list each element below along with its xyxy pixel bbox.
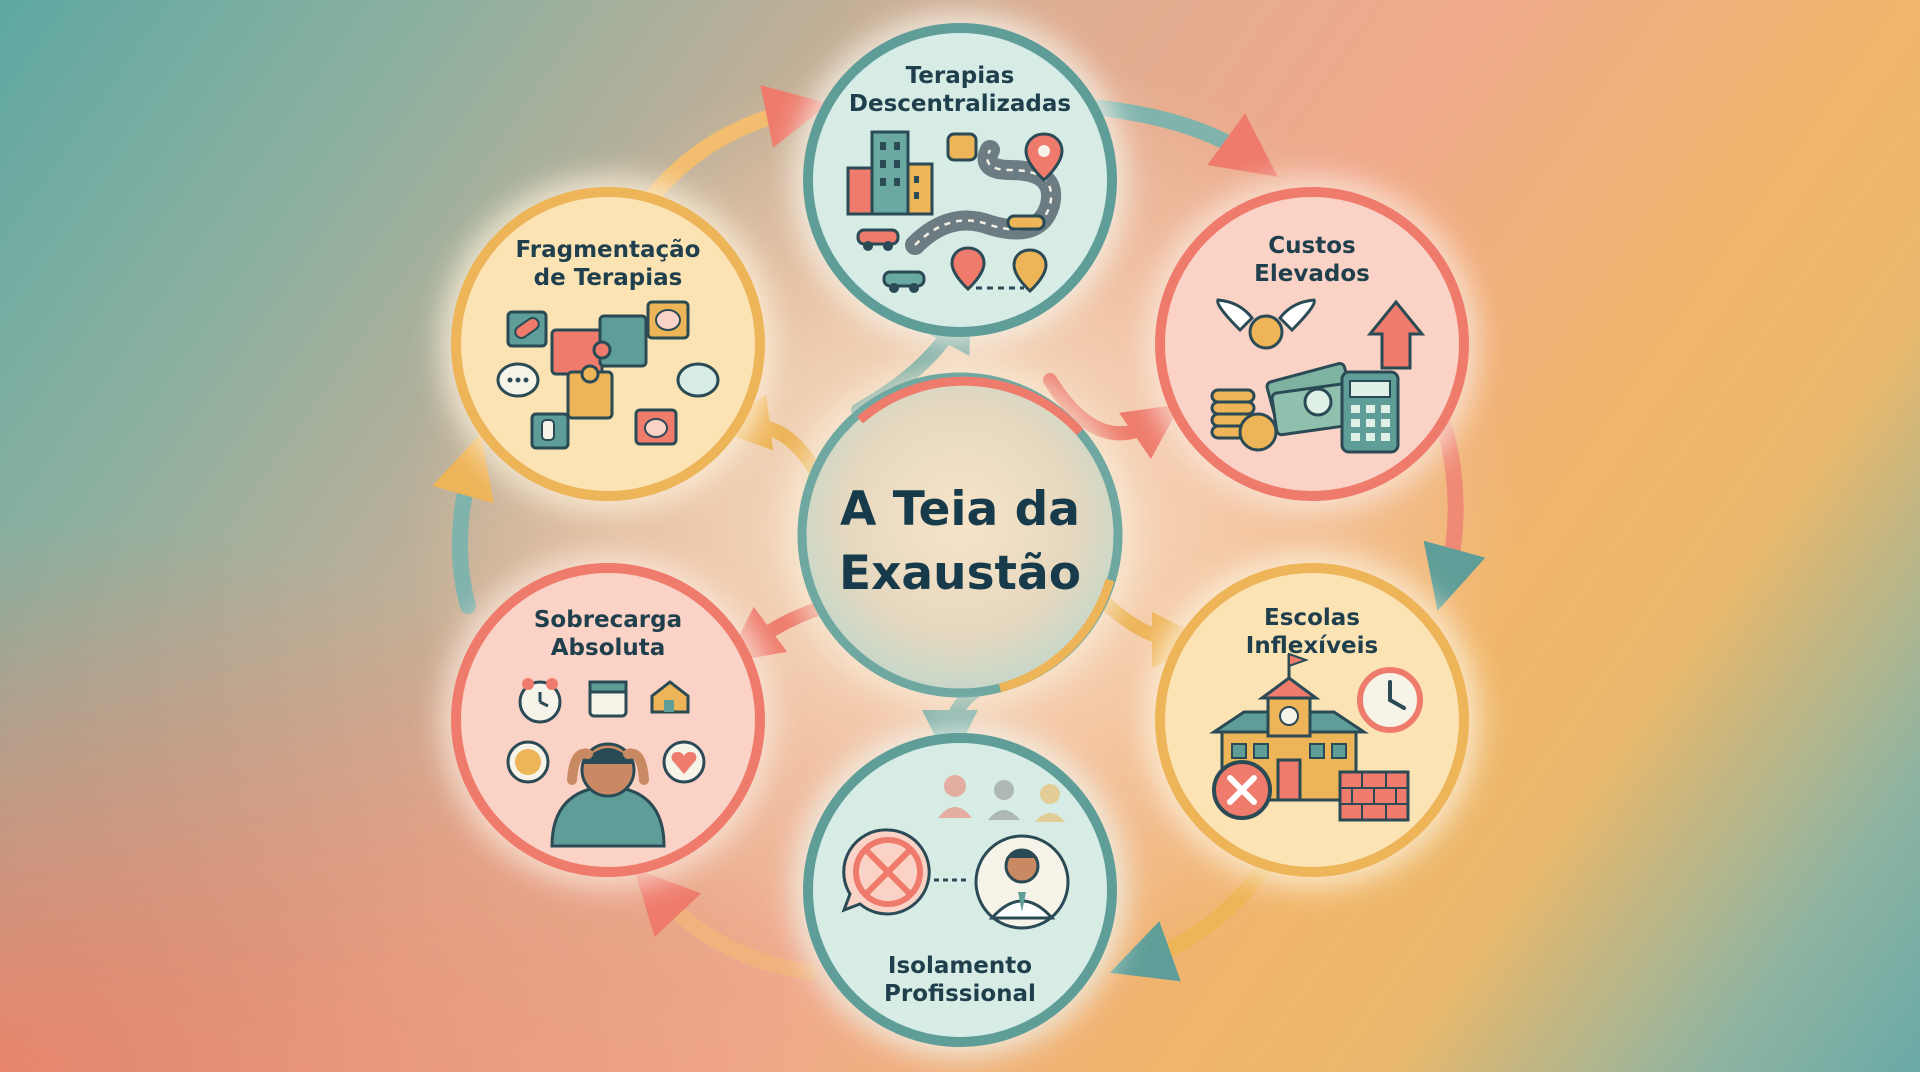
crying-face-icon [506, 740, 550, 784]
calculator-icon [1340, 370, 1400, 454]
node-escolas-inflexiveis [1144, 552, 1480, 888]
node-custos-elevados [1144, 176, 1480, 512]
car-icon [856, 214, 1046, 293]
brain-icon [644, 309, 681, 438]
node-title-terapias-descentralizadas: Terapias Descentralizadas [810, 62, 1110, 118]
node-title-line2: Elevados [1254, 261, 1370, 287]
center-title-line1: A Teia da [840, 482, 1080, 537]
pill-icon [514, 316, 555, 441]
red-x-icon [1212, 760, 1272, 820]
node-title-fragmentacao-de-terapias: Fragmentação de Terapias [458, 236, 758, 292]
node-sobrecarga-absoluta [440, 552, 776, 888]
winged-coin-icon [1216, 298, 1316, 350]
node-title-line1: Terapias [905, 63, 1015, 89]
node-fragmentacao-de-terapias [440, 176, 776, 512]
chat-bubble-icon [496, 362, 720, 398]
wall-clock-icon [1357, 667, 1423, 733]
node-title-line1: Custos [1268, 233, 1356, 259]
calendar-icon [588, 680, 628, 718]
node-title-line2: de Terapias [533, 265, 683, 291]
node-isolamento-profissional [792, 722, 1128, 1058]
alarm-clock-icon [518, 678, 562, 724]
winding-road-icon [905, 140, 1062, 255]
map-pin-icon [950, 132, 1064, 293]
node-terapias-descentralizadas [792, 12, 1128, 348]
house-icon [650, 680, 690, 714]
node-title-line2: Inflexíveis [1245, 633, 1379, 659]
arrow-bottom-to-lower-left [634, 868, 818, 980]
blocked-chat-icon [841, 828, 970, 916]
cash-stack-icon [1265, 361, 1358, 437]
school-building-icon [1209, 652, 1369, 802]
arrow-top-to-right [1092, 100, 1278, 177]
broken-heart-icon [662, 740, 706, 784]
node-title-line2: Profissional [884, 981, 1036, 1007]
doctor-avatar-icon [974, 834, 1070, 930]
node-title-line2: Descentralizadas [848, 91, 1072, 117]
center-title-line2: Exaustão [838, 546, 1082, 601]
node-title-isolamento-profissional: Isolamento Profissional [810, 952, 1110, 1008]
faded-people-icon [938, 775, 1065, 822]
center-title: A Teia da Exaustão [780, 478, 1140, 606]
node-title-line1: Sobrecarga [533, 607, 683, 633]
node-title-sobrecarga-absoluta: Sobrecarga Absoluta [458, 606, 758, 662]
arrow-lower-left-to-upper-left [432, 433, 494, 614]
node-title-line2: Absoluta [550, 635, 666, 661]
node-title-line1: Isolamento [887, 953, 1033, 979]
stressed-person-icon [550, 742, 666, 848]
brick-wall-icon [1338, 770, 1410, 822]
building-badge-icon [946, 132, 978, 162]
node-title-line1: Fragmentação [515, 237, 701, 263]
center-node [785, 360, 1135, 710]
node-title-custos-elevados: Custos Elevados [1162, 232, 1462, 288]
rising-arrow-icon [1366, 299, 1426, 370]
city-buildings-icon [846, 130, 934, 216]
coin-stack-icon [1210, 388, 1278, 452]
node-title-escolas-inflexiveis: Escolas Inflexíveis [1162, 604, 1462, 660]
node-title-line1: Escolas [1264, 605, 1360, 631]
